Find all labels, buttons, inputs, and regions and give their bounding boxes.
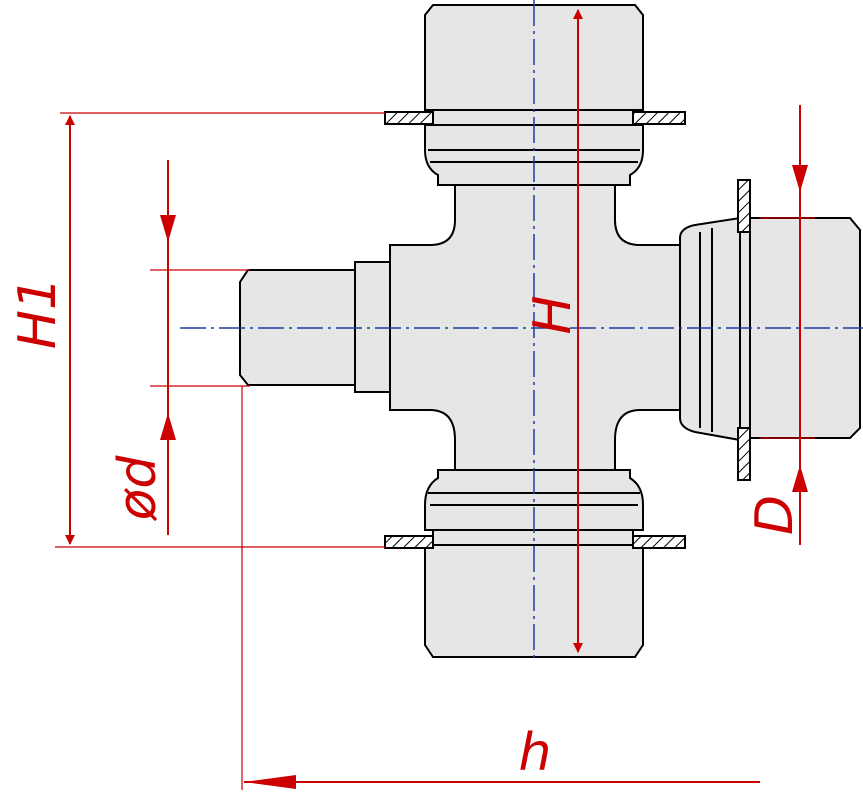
right-cup [679,216,861,442]
left-journal [239,261,391,393]
bottom-washer [384,535,686,549]
dimensions [55,8,815,790]
centerlines [180,0,863,660]
label-phi-d: ød [108,455,168,522]
right-washer [737,179,751,481]
label-H: H [523,295,583,334]
label-h: h [519,723,552,783]
label-H1: H1 [8,277,68,349]
label-D: D [745,495,805,535]
top-washer [384,111,686,125]
